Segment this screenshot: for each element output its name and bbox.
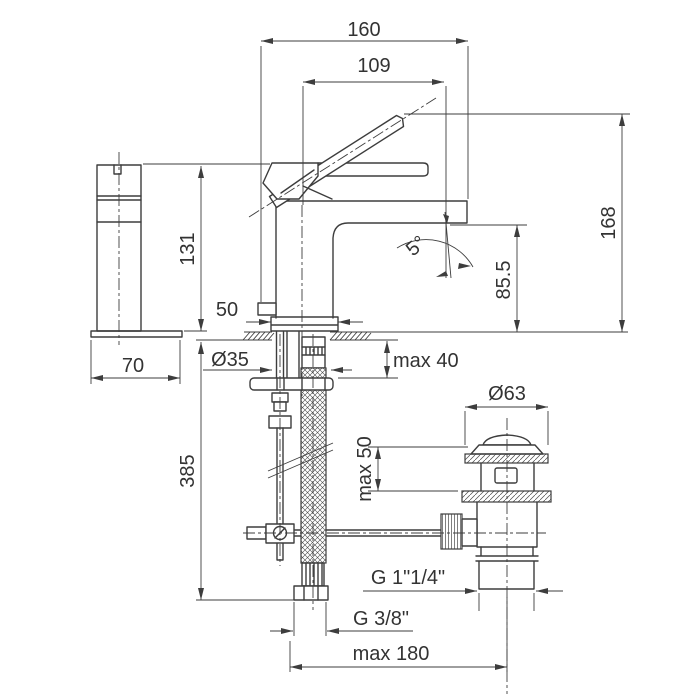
centerlines <box>118 97 546 694</box>
dim-waste-thickness: max 50 <box>354 436 468 502</box>
side-view-base-plate <box>90 330 183 338</box>
dim-supply-thread: G 3/8" <box>270 602 413 636</box>
waste-neck <box>480 462 535 492</box>
mounting-washer-detail <box>276 377 326 391</box>
dimensions: 160 109 168 85.5 5° <box>90 19 630 672</box>
waste-overflow-hole <box>494 467 518 484</box>
dim-label-160: 160 <box>347 19 380 41</box>
dim-label-d35: Ø35 <box>211 349 249 371</box>
threaded-shank <box>275 331 300 379</box>
dim-waste-thread: G 1"1/4" <box>363 567 563 611</box>
hose-nut-detail <box>303 585 319 601</box>
dim-label-385: 385 <box>177 454 199 487</box>
dim-label-50: 50 <box>216 299 238 321</box>
dim-top-width: 160 <box>260 19 469 302</box>
countertop-hatching <box>242 331 372 341</box>
waste-gasket-bottom <box>461 490 552 503</box>
countertop-section <box>196 331 628 341</box>
dim-hole-diameter: Ø35 <box>203 349 352 373</box>
dim-label-g38: G 3/8" <box>353 608 409 630</box>
dim-side-depth: 70 <box>90 340 181 384</box>
drain-assembly <box>440 434 552 590</box>
handle-base <box>262 162 319 200</box>
waste-adjuster-knurl <box>440 513 463 550</box>
dim-label-85-5: 85.5 <box>493 261 515 300</box>
break-symbol <box>267 442 334 479</box>
mounting-washer <box>249 377 334 391</box>
waste-gasket-top <box>464 453 549 464</box>
dim-label-5deg: 5° <box>402 232 431 261</box>
supply-hose-braid <box>300 367 327 564</box>
dim-deck-thickness: max 40 <box>338 341 459 379</box>
under-counter-assembly <box>246 331 445 601</box>
side-view-lever-slot <box>113 164 122 175</box>
dim-waste-diameter: Ø63 <box>464 383 549 445</box>
dim-hose-length: 385 <box>177 342 300 601</box>
dim-label-max40: max 40 <box>393 350 459 372</box>
hose-thread-detail <box>305 562 323 587</box>
dim-outlet-angle: 5° <box>396 211 474 279</box>
dim-label-max180: max 180 <box>353 643 430 665</box>
faucet-body-outline <box>275 199 468 319</box>
dim-label-70: 70 <box>122 355 144 377</box>
hose-nut <box>293 585 329 601</box>
dim-label-d63: Ø63 <box>488 383 526 405</box>
dim-label-131: 131 <box>177 232 199 265</box>
faucet-side-view <box>90 164 183 338</box>
handle-rest-bar <box>317 162 429 177</box>
handle-base-detail <box>280 169 333 200</box>
dim-label-109: 109 <box>357 55 390 77</box>
lever-centerline <box>248 97 437 218</box>
pop-up-rod-knob <box>257 302 277 316</box>
dim-body-height: 131 <box>143 163 270 332</box>
dim-spout-height: 85.5 <box>450 224 527 332</box>
dim-handle-reach: 109 <box>302 55 447 278</box>
faucet-front-view <box>257 114 468 332</box>
hose-fitting-detail <box>301 346 326 356</box>
dim-label-max50: max 50 <box>354 436 376 502</box>
dim-label-168: 168 <box>598 206 620 239</box>
dim-label-g114: G 1"1/4" <box>371 567 445 589</box>
faucet-base-flange <box>270 316 339 332</box>
dim-overall-height: 168 <box>404 113 630 332</box>
dim-base-width: 50 <box>216 299 363 325</box>
waste-adjuster-cap <box>461 518 478 547</box>
